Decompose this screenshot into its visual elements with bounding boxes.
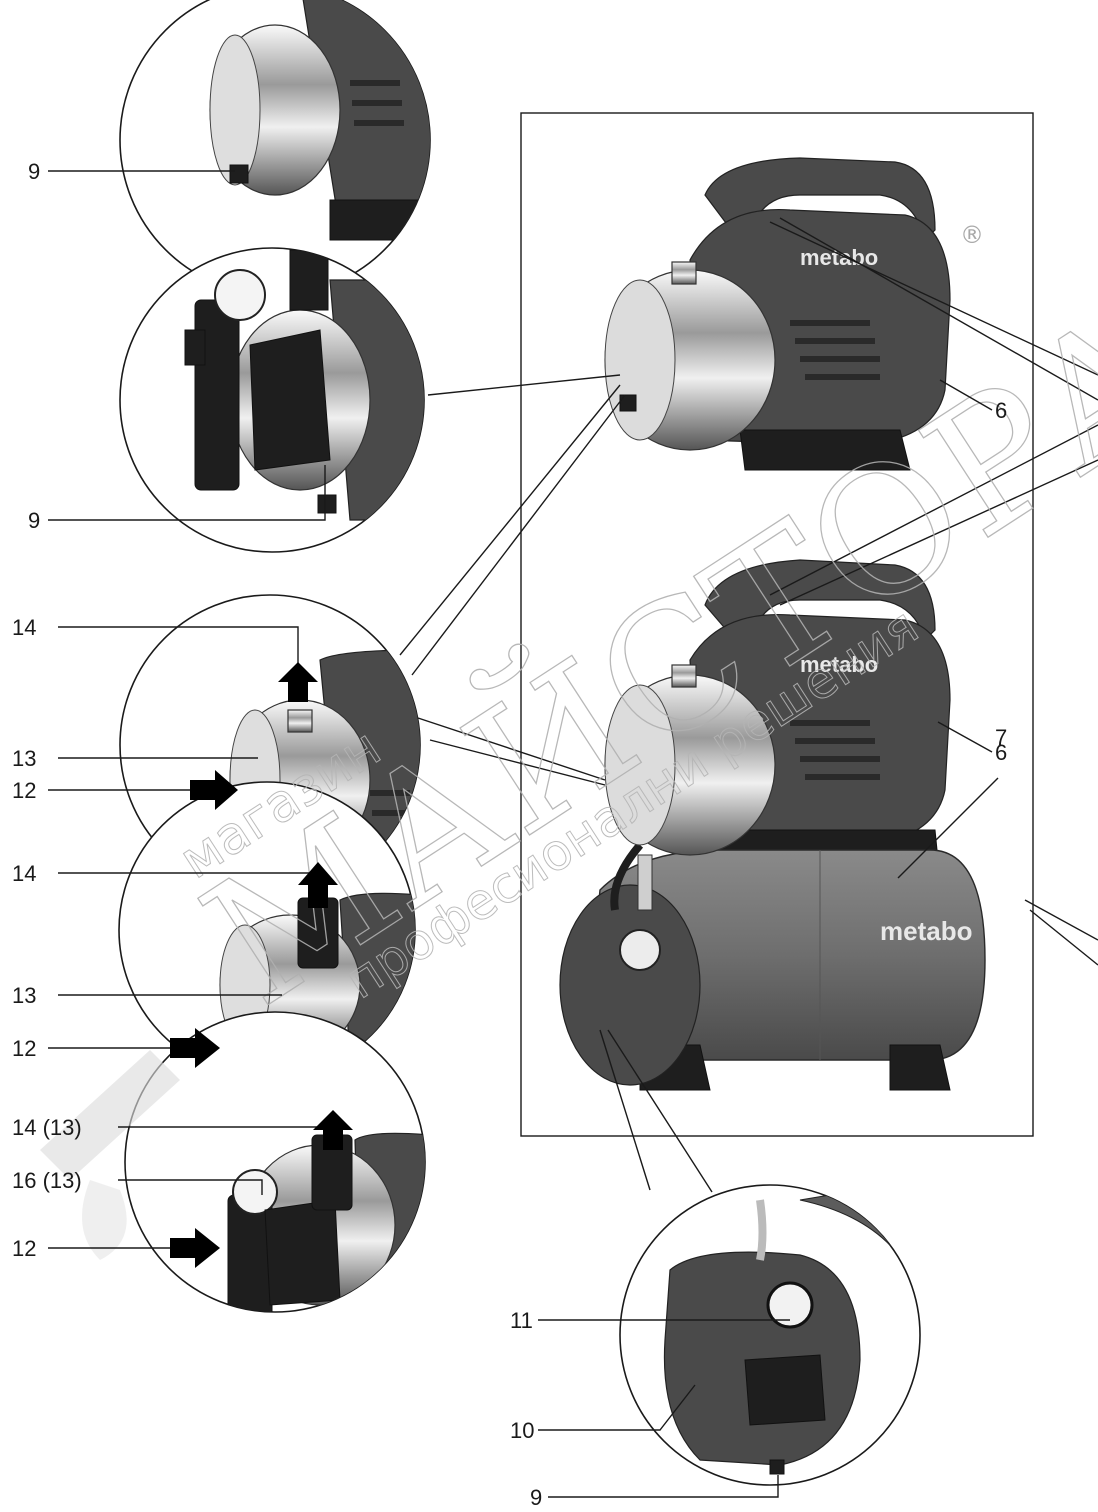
callout-9-middle: 9 [28,508,40,533]
callout-14-a: 14 [12,615,36,640]
callout-10: 10 [510,1418,534,1443]
callout-9-top: 9 [28,159,40,184]
callout-13-a: 13 [12,746,36,771]
inlet-arrow-3-icon [170,1228,220,1268]
detail-5-content [227,1132,425,1312]
watermark-hammer-icon [40,1050,180,1180]
watermark-hand-icon [82,1180,127,1260]
inlet-arrow-2-icon [170,1028,220,1068]
callout-6-bottom: 6 [995,740,1007,765]
callout-labels: 9 9 14 13 12 14 13 12 14 (13) 16 (13) 12… [12,159,1007,1510]
brand-logo-tank: metabo [880,916,972,946]
callout-11: 11 [510,1308,533,1333]
pump-upper: metabo [604,157,951,471]
callout-12-b: 12 [12,1036,36,1061]
brand-logo-lower: metabo [800,652,878,677]
detail-2-content [184,249,424,521]
callout-13-b: 13 [12,983,36,1008]
registered-mark: ® [960,221,984,249]
outlet-arrow-1-icon [278,662,318,702]
callout-14-13: 14 (13) [12,1115,82,1140]
callout-12-a: 12 [12,778,36,803]
pump-lower-with-tank: metabo metabo [559,559,986,1091]
callout-9-bottom: 9 [530,1485,542,1510]
callout-7: 7 [995,725,1007,750]
connector-lines [399,217,1098,1193]
inlet-arrow-1-icon [190,770,238,810]
outlet-arrow-3-icon [313,1110,353,1150]
callout-12-c: 12 [12,1236,36,1261]
outlet-arrow-2-icon [298,862,338,908]
flow-arrows [170,662,353,1268]
callout-6-top: 6 [995,398,1007,423]
callout-14-b: 14 [12,861,36,886]
callout-16-13: 16 (13) [12,1168,82,1193]
